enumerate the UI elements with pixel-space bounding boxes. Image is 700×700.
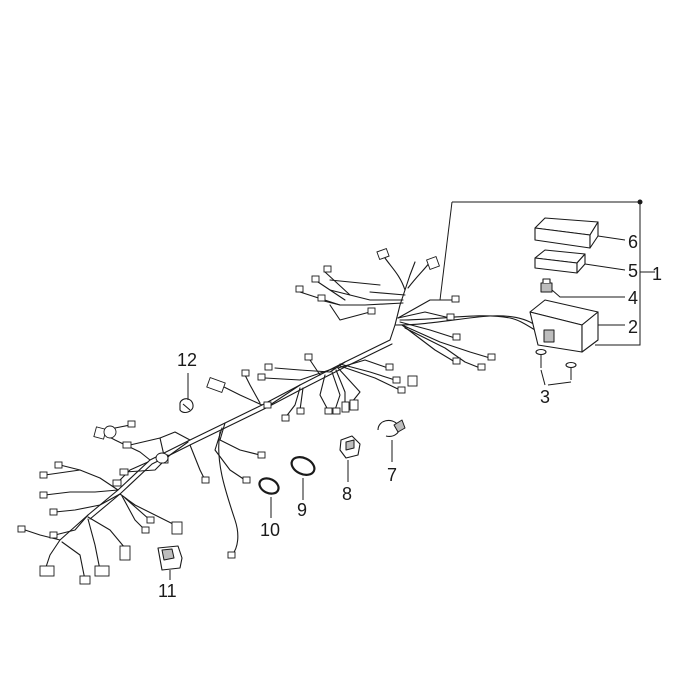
fuse-box-assembly [439,199,655,380]
callout-10: 10 [260,520,280,540]
main-wiring-harness [24,257,536,581]
callout-12: 12 [177,350,197,370]
callout-labels: 1 2 3 4 5 6 7 8 9 10 11 12 [158,232,662,601]
callout-11: 11 [158,581,177,601]
callout-1: 1 [652,264,662,284]
callout-6: 6 [628,232,638,252]
callout-9: 9 [297,500,307,520]
ring-clamp-large [290,456,316,500]
fuse-cover-block-small [534,249,586,274]
fuse [540,278,553,293]
leader-lines [540,235,626,386]
relay [339,435,361,482]
screws [535,348,577,380]
fuse-box-housing [529,299,599,353]
callout-5: 5 [628,261,638,281]
connector-holder [157,545,183,580]
cable-clip [179,373,194,414]
ring-clamp-small [258,477,280,518]
fuse-cover-block-large [534,217,599,249]
hose-clamp [377,419,406,462]
callout-4: 4 [628,288,638,308]
callout-8: 8 [342,484,352,504]
harness-connectors [17,247,496,585]
callout-2: 2 [628,317,638,337]
callout-3: 3 [540,387,550,407]
callout-7: 7 [387,465,397,485]
